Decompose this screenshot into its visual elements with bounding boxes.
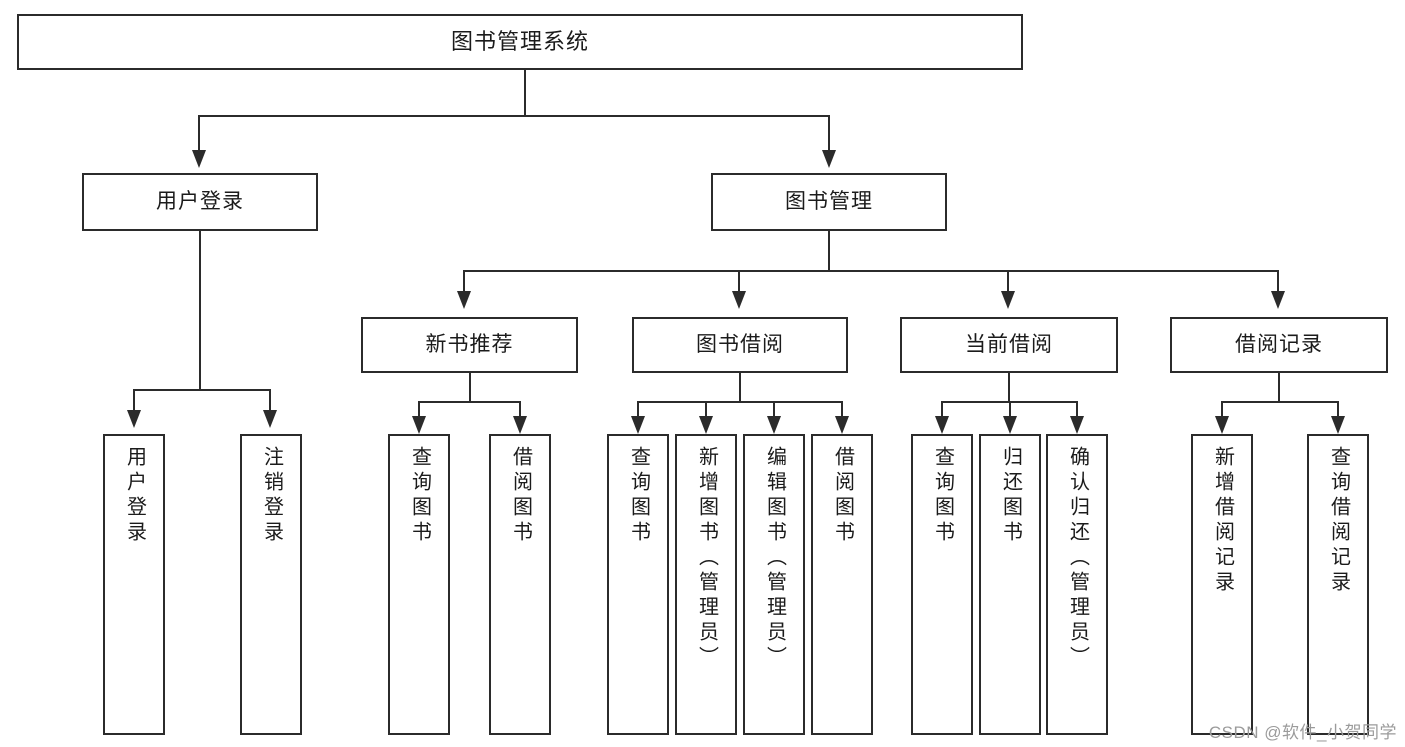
node-label: 图书管理系统	[450, 28, 589, 54]
leaf-label: 查询借阅记录	[1327, 446, 1350, 596]
node-book-management[interactable]: 图书管理	[711, 173, 947, 231]
node-current-borrow[interactable]: 当前借阅	[900, 317, 1118, 373]
leaf-label: 查询图书	[931, 446, 954, 546]
leaf-current-query-book[interactable]: 查询图书	[911, 434, 973, 735]
leaf-label: 借阅图书	[509, 446, 532, 546]
arrowhead-record-l2	[1331, 416, 1345, 434]
connector-current-l2	[1009, 401, 1011, 419]
leaf-borrow-borrow-book[interactable]: 借阅图书	[811, 434, 873, 735]
node-label: 当前借阅	[965, 333, 1053, 357]
arrowhead-login-leaf2	[263, 410, 277, 428]
arrowhead-root-to-login	[192, 150, 206, 168]
connector-borrow-bus	[637, 401, 843, 403]
leaf-label: 新增借阅记录	[1211, 446, 1234, 596]
connector-bookmgmt-to-c2	[738, 270, 740, 292]
connector-recommend-stem	[469, 373, 471, 402]
node-label: 图书借阅	[696, 333, 784, 357]
node-label: 图书管理	[785, 190, 873, 214]
arrowhead-bookmgmt-c3	[1001, 291, 1015, 309]
connector-borrow-l3	[773, 401, 775, 419]
connector-borrow-l1	[637, 401, 639, 419]
leaf-label: 编辑图书（管理员）	[763, 446, 786, 671]
connector-current-l1	[941, 401, 943, 419]
leaf-user-login[interactable]: 用户登录	[103, 434, 165, 735]
node-user-login[interactable]: 用户登录	[82, 173, 318, 231]
leaf-borrow-query-book[interactable]: 查询图书	[607, 434, 669, 735]
connector-recommend-l2	[519, 401, 521, 419]
arrowhead-login-leaf1	[127, 410, 141, 428]
leaf-borrow-edit-book[interactable]: 编辑图书（管理员）	[743, 434, 805, 735]
arrowhead-current-l1	[935, 416, 949, 434]
leaf-record-add-record[interactable]: 新增借阅记录	[1191, 434, 1253, 735]
leaf-label: 新增图书（管理员）	[695, 446, 718, 671]
leaf-label: 注销登录	[260, 446, 283, 546]
connector-borrow-l2	[705, 401, 707, 419]
leaf-logout[interactable]: 注销登录	[240, 434, 302, 735]
leaf-label: 借阅图书	[831, 446, 854, 546]
leaf-label: 查询图书	[408, 446, 431, 546]
leaf-recommend-query-book[interactable]: 查询图书	[388, 434, 450, 735]
leaf-recommend-borrow-book[interactable]: 借阅图书	[489, 434, 551, 735]
leaf-borrow-add-book[interactable]: 新增图书（管理员）	[675, 434, 737, 735]
connector-login-to-leaf2	[269, 389, 271, 411]
connector-login-stem	[199, 231, 201, 390]
connector-record-l2	[1337, 401, 1339, 419]
leaf-current-confirm-return[interactable]: 确认归还（管理员）	[1046, 434, 1108, 735]
node-root-system[interactable]: 图书管理系统	[17, 14, 1023, 70]
connector-login-to-leaf1	[133, 389, 135, 411]
arrowhead-borrow-l2	[699, 416, 713, 434]
node-book-borrow[interactable]: 图书借阅	[632, 317, 848, 373]
arrowhead-borrow-l4	[835, 416, 849, 434]
arrowhead-recommend-l2	[513, 416, 527, 434]
leaf-label: 用户登录	[123, 446, 146, 546]
arrowhead-recommend-l1	[412, 416, 426, 434]
connector-root-bus	[198, 115, 830, 117]
connector-current-stem	[1008, 373, 1010, 402]
connector-record-l1	[1221, 401, 1223, 419]
connector-borrow-l4	[841, 401, 843, 419]
node-new-book-recommend[interactable]: 新书推荐	[361, 317, 578, 373]
connector-record-bus	[1221, 401, 1338, 403]
connector-login-bus	[133, 389, 269, 391]
arrowhead-bookmgmt-c2	[732, 291, 746, 309]
node-label: 用户登录	[156, 190, 244, 214]
connector-bookmgmt-stem	[828, 231, 830, 271]
connector-bookmgmt-to-c3	[1007, 270, 1009, 292]
arrowhead-current-l3	[1070, 416, 1084, 434]
node-borrow-record[interactable]: 借阅记录	[1170, 317, 1388, 373]
connector-root-to-login	[198, 115, 200, 151]
arrowhead-root-to-bookmgmt	[822, 150, 836, 168]
connector-recommend-bus	[418, 401, 521, 403]
leaf-current-return-book[interactable]: 归还图书	[979, 434, 1041, 735]
connector-root-to-bookmgmt	[828, 115, 830, 151]
arrowhead-bookmgmt-c4	[1271, 291, 1285, 309]
arrowhead-bookmgmt-c1	[457, 291, 471, 309]
connector-bookmgmt-bus	[463, 270, 1277, 272]
leaf-record-query-record[interactable]: 查询借阅记录	[1307, 434, 1369, 735]
connector-borrow-stem	[739, 373, 741, 402]
connector-recommend-l1	[418, 401, 420, 419]
arrowhead-borrow-l1	[631, 416, 645, 434]
connector-bookmgmt-to-c1	[463, 270, 465, 292]
node-label: 新书推荐	[425, 333, 514, 357]
leaf-label: 确认归还（管理员）	[1066, 446, 1089, 671]
node-label: 借阅记录	[1235, 333, 1323, 357]
arrowhead-record-l1	[1215, 416, 1229, 434]
leaf-label: 查询图书	[627, 446, 650, 546]
connector-root-stem	[524, 70, 526, 116]
arrowhead-current-l2	[1003, 416, 1017, 434]
leaf-label: 归还图书	[999, 446, 1022, 546]
connector-record-stem	[1278, 373, 1280, 402]
arrowhead-borrow-l3	[767, 416, 781, 434]
connector-current-l3	[1076, 401, 1078, 419]
connector-bookmgmt-to-c4	[1277, 270, 1279, 292]
